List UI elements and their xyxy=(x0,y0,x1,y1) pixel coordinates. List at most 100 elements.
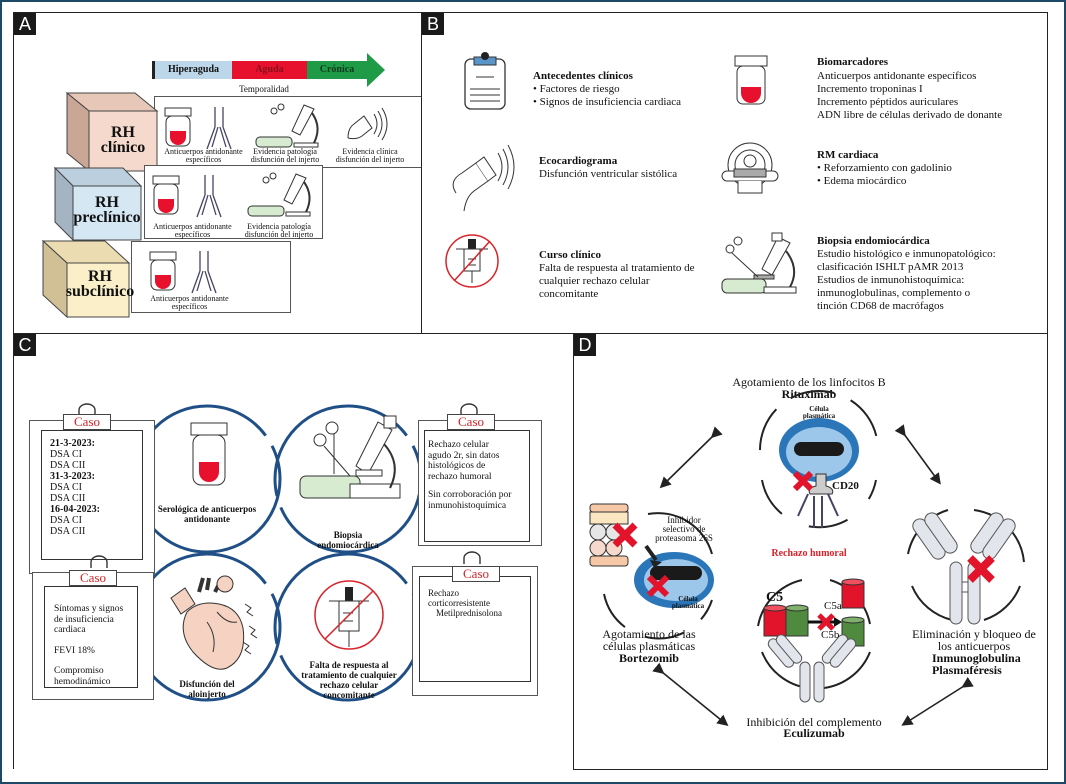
c-label-line: aloinjerto xyxy=(188,689,226,699)
case-1-line: Sin corroboración por xyxy=(428,490,512,500)
d-arrow-top-right xyxy=(894,424,941,485)
b-block-1-line-3: ADN libre de células derivado de donante xyxy=(817,109,1003,121)
case-inner-3 xyxy=(419,576,531,682)
b-block-5-title: Biopsia endomiocárdica xyxy=(817,235,930,247)
case-1-line: histológicos de xyxy=(428,461,486,471)
case-2-line: cardiaca xyxy=(54,625,86,635)
clipboard-clip-icon xyxy=(90,555,108,568)
case-3-lines: Rechazo corticorresistente Metilpredniso… xyxy=(428,588,502,618)
d-bottom-line1: Inhibición del complemento xyxy=(746,715,882,729)
d-right-drug1: Inmunoglobulina xyxy=(932,651,1021,665)
stage-preclinico-title-l1: RH xyxy=(95,194,119,211)
timeline-arrowhead-icon xyxy=(367,53,385,87)
panel-a: A Hiperaguda Aguda Crónica Temporalidad … xyxy=(13,12,422,334)
case-2-line: Compromiso xyxy=(54,666,104,676)
case-0-line: 21-3-2023: xyxy=(50,438,95,449)
d-cell-label-line: plasmática xyxy=(671,602,705,610)
b-block-0-line-0: • Factores de riesgo xyxy=(533,83,620,95)
case-inner-2 xyxy=(44,586,138,688)
c-label-line: Serológica de anticuerpos xyxy=(157,504,257,514)
b-block-2-title: Ecocardiograma xyxy=(539,155,618,167)
b-block-4-title: Curso clínico xyxy=(539,249,602,261)
case-0-line: DSA CII xyxy=(50,460,86,471)
tube-icon xyxy=(190,422,228,486)
b-block-3-title: RM cardiaca xyxy=(817,149,879,161)
no-syringe-icon xyxy=(445,234,499,288)
b-block-2-line-0: Disfunción ventricular sistólica xyxy=(539,168,678,180)
case-1-line: agudo 2r, sin datos xyxy=(428,450,500,461)
case-2-spacer xyxy=(54,636,123,646)
case-1-line: rechazo humoral xyxy=(428,471,492,482)
case-0-line: DSA CII xyxy=(50,526,86,537)
d-cell-label-line: Célula xyxy=(809,405,829,413)
no-syringe-icon xyxy=(314,580,384,650)
timeline-axis-label: Temporalidad xyxy=(239,84,289,94)
d-arrow-bottom-right xyxy=(901,676,974,726)
stage-clinico-title-l1: RH xyxy=(111,124,135,141)
echo-probe-icon xyxy=(452,144,515,212)
b-block-5-line-4: tinción CD68 de macrófagos xyxy=(817,300,944,312)
stage-clinico-item-2: Evidencia clínica disfunción del injerto xyxy=(335,147,405,164)
d-inhibitor-line: Inhibidor xyxy=(667,515,701,525)
d-top-marker: CD20 xyxy=(832,480,859,492)
c-label-line: concomitante xyxy=(323,690,375,700)
antibody-icon xyxy=(191,251,217,294)
cube-subclinico xyxy=(41,239,131,319)
b-block-1-title: Biomarcadores xyxy=(817,56,889,68)
tube-icon xyxy=(164,107,192,147)
c-label-line: tratamiento de cualquier xyxy=(301,670,397,680)
b-block-4-line-1: cualquier rechazo celular xyxy=(539,275,650,287)
case-2-lines: Síntomas y signos de insuficiencia cardi… xyxy=(54,604,123,687)
panel-b: B Antecedentes clínicos • Factores de ri… xyxy=(421,12,1048,334)
b-block-5-line-1: clasificación ISHLT pAMR 2013 xyxy=(817,261,964,273)
clipboard-clip-icon xyxy=(78,403,96,416)
b-block-1-line-1: Incremento troponinas I xyxy=(817,83,923,95)
antibody-icon xyxy=(196,175,222,218)
microscope-icon xyxy=(299,415,401,499)
case-tag-3: Caso xyxy=(452,566,500,582)
case-0-line: 16-04-2023: xyxy=(50,504,100,515)
d-left-proteasome-x-icon xyxy=(612,522,638,548)
panel-b-letter: B xyxy=(422,13,444,35)
b-block-4-line-2: concomitante xyxy=(539,288,599,300)
b-block-0-title: Antecedentes clínicos xyxy=(533,70,633,82)
d-top-cell-diagram xyxy=(759,390,879,529)
tube-icon xyxy=(734,55,768,105)
b-block-1-line-0: Anticuerpos antidonante específicos xyxy=(817,70,977,82)
clipboard-icon xyxy=(464,52,506,110)
panel-d: D Agotamiento de los linfocitos B Rituxi… xyxy=(573,333,1048,770)
d-inhibitor-line: proteasoma 26S xyxy=(655,533,713,543)
d-bottom-drug: Eculizumab xyxy=(783,726,845,740)
d-right-x-icon xyxy=(967,555,995,583)
case-tag-1: Caso xyxy=(447,414,495,430)
case-tag-2: Caso xyxy=(69,570,117,586)
b-block-3-line-1: • Edema miocárdico xyxy=(817,175,907,187)
timeline-aguda: Aguda xyxy=(232,61,307,79)
c-label-line: Falta de respuesta al xyxy=(309,660,389,670)
case-0-line: DSA CI xyxy=(50,515,82,526)
case-2-line: hemodinámico xyxy=(54,676,111,687)
d-bottom-c5a: C5a xyxy=(824,600,842,612)
d-left-line1: Agotamiento de las xyxy=(602,627,696,641)
case-3-line: Metilprednisolona xyxy=(436,608,502,618)
d-left-line2: células plasmáticas xyxy=(602,639,696,653)
stage-subclinico-title-l2: subclínico xyxy=(65,283,135,300)
timeline-hiperaguda: Hiperaguda xyxy=(155,61,232,79)
clipboard-clip-icon xyxy=(460,403,478,416)
panel-c: C Caso 21-3-2023: DSA CI DSA CII 31-3-20… xyxy=(13,333,572,769)
d-left-cell-x-icon xyxy=(646,574,670,598)
case-0-line: DSA CII xyxy=(50,493,86,504)
case-0-line: DSA CI xyxy=(50,482,82,493)
panel-d-letter: D xyxy=(574,334,596,356)
c-label-line: Disfunción del xyxy=(179,679,235,689)
stage-clinico-item-1: Evidencia patología disfunción del injer… xyxy=(250,147,320,164)
case-3-line: corticorresistente xyxy=(428,598,490,608)
case-1-line: Rechazo celular xyxy=(428,440,489,450)
case-inner-0 xyxy=(41,430,143,560)
case-2-line: de insuficiencia xyxy=(54,614,114,625)
